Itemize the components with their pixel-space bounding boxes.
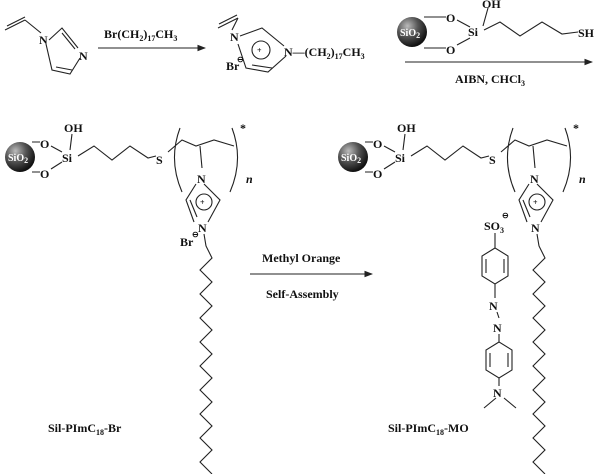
minus-charge: ⊖ (192, 230, 199, 239)
repeat-unit-n: n (246, 172, 253, 186)
plus-charge: + (200, 198, 205, 207)
atom-n: N (489, 299, 498, 313)
step3-reagent: Methyl Orange (262, 251, 341, 265)
atom-n: N (493, 321, 502, 335)
step3-process: Self-Assembly (266, 287, 339, 301)
sulfonate: SO3 (484, 219, 504, 235)
repeat-unit-n: n (579, 172, 586, 186)
bromide: Br (226, 59, 240, 73)
vinylimidazole: N N (4, 16, 88, 75)
atom-label: N (530, 172, 539, 186)
atom-label: S (156, 153, 163, 167)
atom-o: O (446, 11, 455, 25)
chain-end-star: * (573, 121, 579, 135)
silica-sphere-icon (338, 142, 368, 172)
octadecyl-chain (532, 233, 546, 474)
minus-charge: ⊖ (502, 211, 509, 220)
ionic-liquid-monomer: + N Br ⊖ N—(CH2)17CH3 (217, 14, 365, 73)
atom-label: O (373, 167, 382, 181)
octadecyl-chain (199, 233, 213, 474)
methyl-orange-anion: SO3 ⊖ N N N (481, 211, 517, 409)
sio2-label: SiO2 (8, 153, 28, 165)
step1-arrow: Br(CH2)17CH3 (98, 27, 207, 52)
sio2-label: SiO2 (400, 28, 420, 40)
chain-end-star: * (240, 121, 246, 135)
atom-n: N (79, 49, 88, 63)
thiol-silica-reagent: SiO2 O O Si OH SH (397, 0, 595, 57)
atom-label: OH (64, 121, 83, 135)
atom-label: O (40, 167, 49, 181)
bromide: Br (180, 235, 194, 249)
alkyl-chain-label: N—(CH2)17CH3 (284, 45, 365, 61)
atom-label: Si (62, 151, 73, 165)
polymer-backbone (365, 127, 572, 223)
atom-label: N (198, 221, 207, 235)
silica-sphere-icon (5, 142, 35, 172)
plus-charge: + (533, 198, 538, 207)
silica-sphere-icon (397, 17, 427, 47)
product-label-mo: Sil-PImC18-MO (388, 421, 469, 437)
atom-label: OH (397, 121, 416, 135)
plus-charge: + (257, 46, 262, 55)
polymer-backbone (32, 127, 239, 223)
atom-o: O (446, 43, 455, 57)
atom-n: N (39, 33, 48, 47)
atom-si: Si (468, 25, 479, 39)
atom-n: N (230, 30, 239, 44)
step2-conditions: AIBN, CHCl3 (455, 72, 525, 88)
atom-n: N (493, 386, 502, 400)
atom-label: N (197, 172, 206, 186)
atom-label: Si (395, 151, 406, 165)
minus-charge: ⊖ (237, 55, 244, 64)
thiol: SH (578, 26, 595, 40)
hydroxyl: OH (482, 0, 501, 11)
step1-reagent: Br(CH2)17CH3 (104, 27, 177, 43)
atom-label: N (531, 221, 540, 235)
sio2-label: SiO2 (341, 153, 361, 165)
product-label-br: Sil-PImC18-Br (48, 421, 122, 437)
atom-label: O (40, 137, 49, 151)
atom-label: O (373, 137, 382, 151)
atom-label: S (489, 153, 496, 167)
